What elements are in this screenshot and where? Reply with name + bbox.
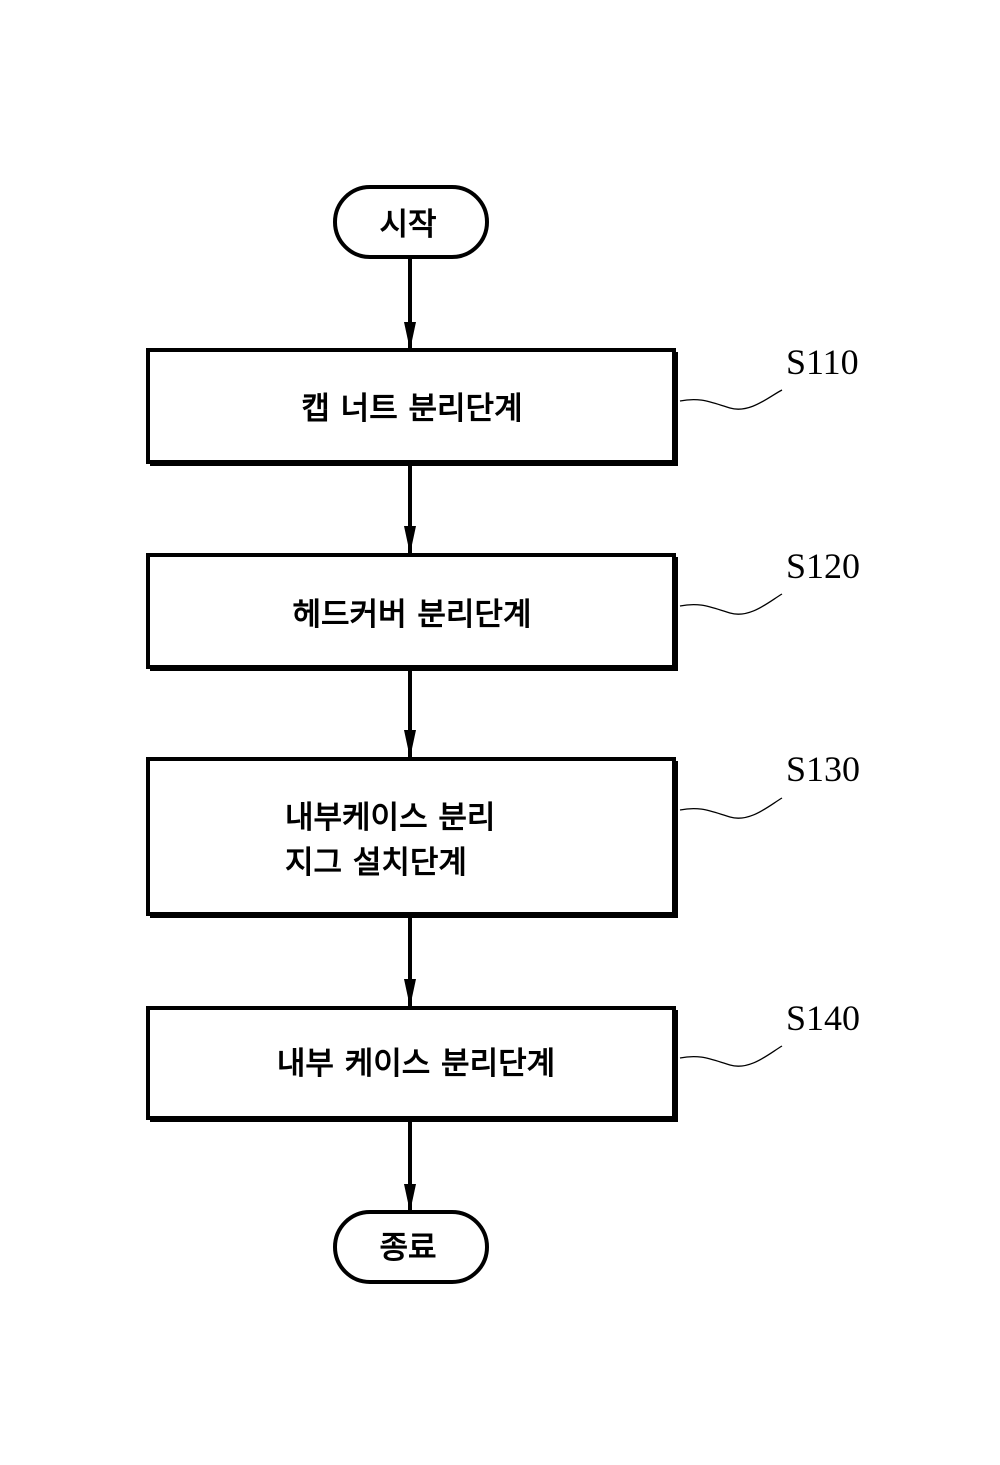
process-box-s110: 캡 너트 분리단계 — [148, 350, 678, 464]
step-label: 헤드커버 분리단계 — [293, 597, 532, 633]
step-id-s140: S140 — [786, 998, 860, 1038]
leader-line-s120 — [680, 594, 782, 614]
process-box-s130: 내부케이스 분리 지그 설치단계 — [148, 759, 678, 916]
process-box-s140: 내부 케이스 분리단계 — [148, 1008, 678, 1120]
step-id-s110: S110 — [786, 342, 859, 382]
leader-line-s140 — [680, 1046, 782, 1066]
arrowhead-2 — [404, 526, 416, 554]
arrowhead-1 — [404, 322, 416, 350]
arrowhead-5 — [404, 1184, 416, 1212]
process-box-s120: 헤드커버 분리단계 — [148, 555, 678, 669]
end-terminal: 종료 — [335, 1212, 487, 1282]
start-terminal: 시작 — [335, 187, 487, 257]
start-label: 시작 — [379, 207, 436, 243]
step-id-s120: S120 — [786, 546, 860, 586]
arrowhead-4 — [404, 979, 416, 1007]
step-id-s130: S130 — [786, 749, 860, 789]
arrowhead-3 — [404, 730, 416, 758]
step-label: 캡 너트 분리단계 — [301, 391, 522, 427]
step-label: 내부 케이스 분리단계 — [277, 1046, 555, 1082]
step-label-line-1: 내부케이스 분리 — [285, 800, 495, 836]
end-label: 종료 — [379, 1230, 436, 1266]
leader-line-s110 — [680, 390, 782, 409]
leader-line-s130 — [680, 798, 782, 818]
step-label-line-2: 지그 설치단계 — [285, 845, 467, 881]
